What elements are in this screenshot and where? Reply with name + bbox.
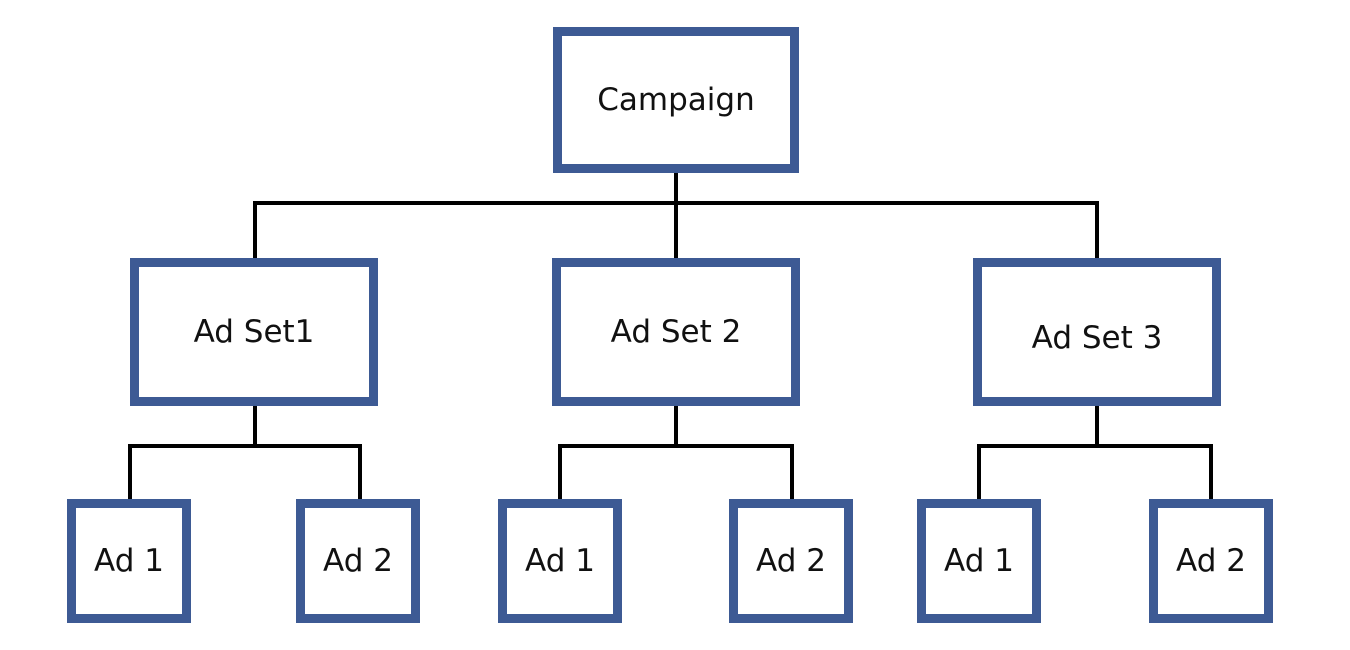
ad-node-set1-ad1: Ad 1 [67,499,191,623]
ad-label: Ad 1 [94,543,164,579]
connector-adset-2-stem [674,404,678,446]
ad-label: Ad 2 [323,543,393,579]
ad-node-set2-ad2: Ad 2 [729,499,853,623]
adset-label: Ad Set 3 [1031,320,1163,356]
connector-adset-2-ad-2 [790,444,794,500]
connector-campaign-stem [674,173,678,203]
adset-node-2: Ad Set 2 [552,258,800,406]
ad-node-set2-ad1: Ad 1 [498,499,622,623]
connector-to-adset-1 [253,201,257,261]
connector-to-adset-3 [1095,201,1099,261]
ad-label: Ad 1 [525,543,595,579]
connector-adset-3-bus [977,444,1213,448]
adset-label: Ad Set1 [193,314,315,350]
connector-adset-1-bus [128,444,362,448]
connector-adset-1-stem [253,404,257,446]
connector-to-adset-2 [674,201,678,261]
connector-adset-3-stem [1095,404,1099,446]
campaign-node: Campaign [553,27,799,173]
connector-adset-2-bus [558,444,794,448]
connector-adset-3-ad-2 [1209,444,1213,500]
ad-label: Ad 2 [756,543,826,579]
ad-label: Ad 2 [1176,543,1246,579]
connector-adset-3-ad-1 [977,444,981,500]
ad-node-set1-ad2: Ad 2 [296,499,420,623]
adset-node-3: Ad Set 3 [973,258,1221,406]
ad-node-set3-ad2: Ad 2 [1149,499,1273,623]
connector-adset-1-ad-1 [128,444,132,500]
connector-adset-2-ad-1 [558,444,562,500]
ad-node-set3-ad1: Ad 1 [917,499,1041,623]
adset-label: Ad Set 2 [610,314,742,350]
adset-node-1: Ad Set1 [130,258,378,406]
ad-label: Ad 1 [944,543,1014,579]
campaign-label: Campaign [597,82,755,118]
connector-adset-1-ad-2 [358,444,362,500]
